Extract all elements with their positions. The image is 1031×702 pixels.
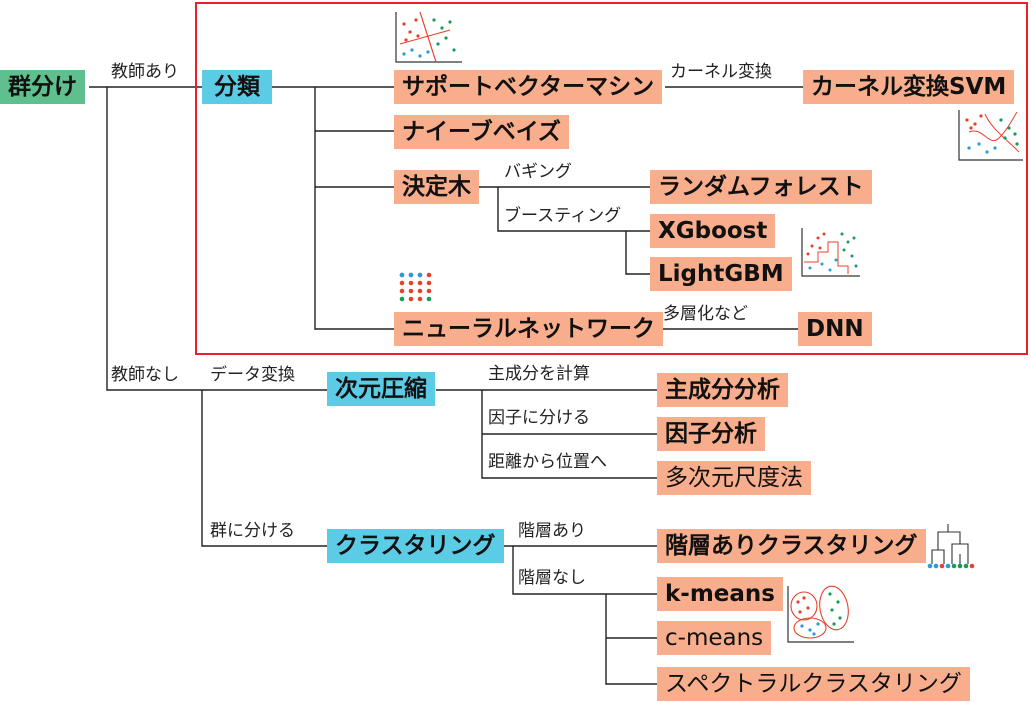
scatter-step-icon bbox=[801, 228, 860, 277]
edge-label-unsupervised: 教師なし bbox=[111, 365, 179, 385]
edge-label-data-transform: データ変換 bbox=[210, 365, 295, 385]
edge-label-boosting: ブースティング bbox=[504, 206, 622, 226]
node-hierarchical: 階層ありクラスタリング bbox=[657, 529, 926, 563]
node-classification: 分類 bbox=[202, 70, 272, 104]
node-spectral: スペクトラルクラスタリング bbox=[657, 667, 970, 701]
dendrogram-icon bbox=[927, 524, 975, 569]
edge-label-split-groups: 群に分ける bbox=[210, 521, 295, 541]
edge-label-distance-to-position: 距離から位置へ bbox=[488, 452, 607, 472]
cluster-ellipse-icon bbox=[787, 585, 854, 643]
scatter-line-icon bbox=[395, 11, 462, 63]
node-cmeans: c-means bbox=[657, 621, 772, 655]
edge-label-split-factors: 因子に分ける bbox=[488, 408, 590, 428]
edge-label-supervised: 教師あり bbox=[111, 62, 179, 82]
edge-label-with-hierarchy: 階層あり bbox=[518, 521, 586, 541]
supervised-frame bbox=[195, 2, 1028, 355]
edge-label-compute-pc: 主成分を計算 bbox=[488, 364, 590, 384]
node-mds: 多次元尺度法 bbox=[657, 461, 811, 495]
neuron-grid-icon bbox=[399, 272, 432, 302]
node-svm: サポートベクターマシン bbox=[394, 70, 663, 104]
scatter-curve-icon bbox=[958, 110, 1023, 161]
node-pca: 主成分分析 bbox=[657, 373, 788, 407]
edge-label-kernel-transform: カーネル変換 bbox=[670, 62, 772, 82]
edge-label-bagging: バギング bbox=[504, 162, 572, 182]
node-lightgbm: LightGBM bbox=[650, 257, 792, 291]
node-xgboost: XGboost bbox=[650, 214, 776, 248]
edge-label-multilayer: 多層化など bbox=[663, 304, 748, 324]
node-dim-reduction: 次元圧縮 bbox=[327, 372, 435, 406]
edge-label-without-hierarchy: 階層なし bbox=[518, 568, 586, 588]
node-root: 群分け bbox=[0, 70, 85, 104]
node-dnn: DNN bbox=[798, 312, 872, 346]
node-kmeans: k-means bbox=[657, 577, 783, 611]
node-random-forest: ランダムフォレスト bbox=[650, 170, 872, 204]
node-clustering: クラスタリング bbox=[327, 529, 504, 563]
node-neural-network: ニューラルネットワーク bbox=[394, 312, 663, 346]
node-decision-tree: 決定木 bbox=[394, 170, 479, 204]
node-factor-analysis: 因子分析 bbox=[657, 417, 765, 451]
node-naive-bayes: ナイーブベイズ bbox=[394, 115, 569, 149]
node-kernel-svm: カーネル変換SVM bbox=[803, 70, 1015, 104]
